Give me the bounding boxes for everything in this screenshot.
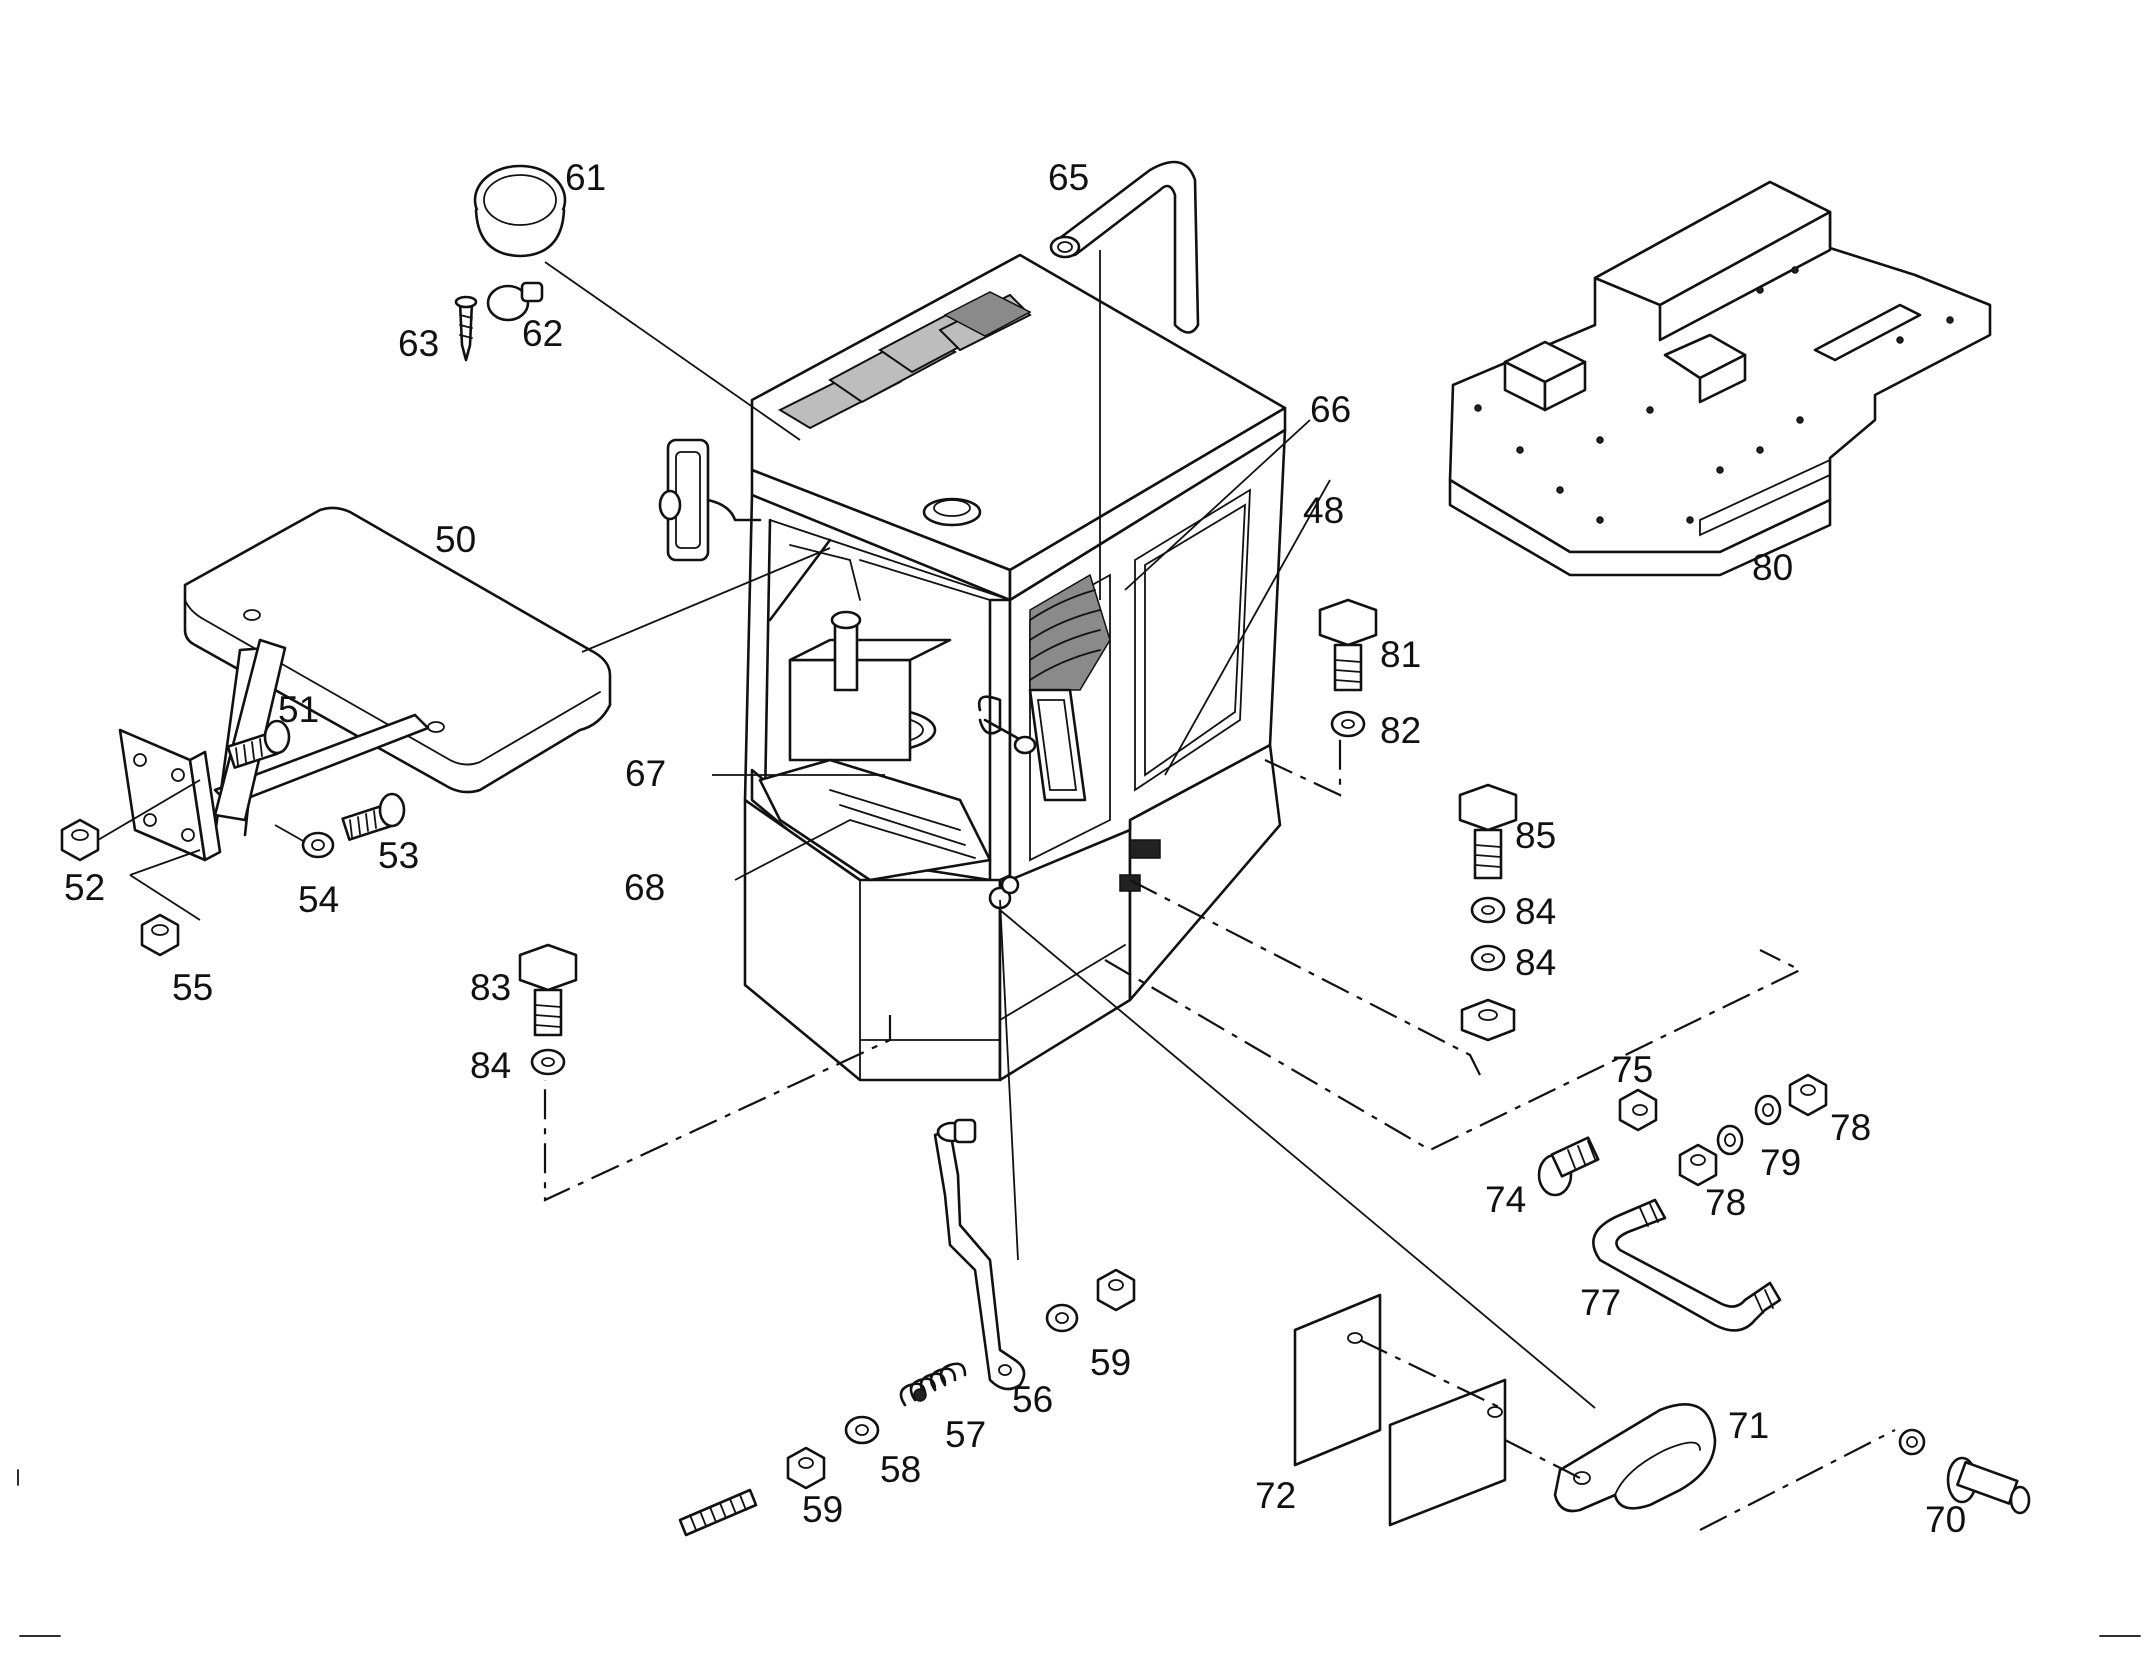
callout-57: 57: [945, 1414, 986, 1455]
callout-56: 56: [1012, 1379, 1053, 1420]
callout-67: 67: [625, 753, 666, 794]
bolt-83-head: [518, 943, 578, 992]
callout-80: 80: [1752, 547, 1793, 588]
callout-66: 66: [1310, 389, 1351, 430]
callout-52: 52: [64, 867, 105, 908]
hinge-assembly: [1293, 1293, 2031, 1527]
cab-mount-bolts: [518, 598, 1518, 1076]
plate-72b: [1388, 1378, 1507, 1527]
callout-63: 63: [398, 323, 439, 364]
grab-handle: [1049, 160, 1200, 334]
callout-85: 85: [1515, 815, 1556, 856]
callout-labels: 61 62 63 65 66 48 50 51 52 53 54 55 67 6…: [64, 157, 1966, 1540]
callout-61: 61: [565, 157, 606, 198]
callout-48: 48: [1303, 490, 1344, 531]
callout-55: 55: [172, 967, 213, 1008]
callout-78-b: 78: [1705, 1182, 1746, 1223]
screw: [458, 300, 474, 362]
callout-51: 51: [278, 689, 319, 730]
mount-plate: [118, 728, 207, 862]
lamp-bulb: [486, 284, 530, 322]
clip-71: [1553, 1403, 1717, 1513]
callout-75: 75: [1612, 1049, 1653, 1090]
callout-77: 77: [1580, 1282, 1621, 1323]
leader-lines: [543, 250, 1896, 1531]
right-mirror: [1028, 688, 1087, 802]
bolt-85-head: [1458, 783, 1518, 832]
callout-54: 54: [298, 879, 339, 920]
washer-79: [1716, 1124, 1744, 1156]
callout-68: 68: [624, 867, 665, 908]
callout-84-a: 84: [1515, 891, 1556, 932]
callout-62: 62: [522, 313, 563, 354]
callout-53: 53: [378, 835, 419, 876]
callout-79: 79: [1760, 1142, 1801, 1183]
callout-83: 83: [470, 967, 511, 1008]
callout-58: 58: [880, 1449, 921, 1490]
washer-70: [1898, 1428, 1926, 1456]
washer-84: [1470, 896, 1506, 924]
callout-50: 50: [435, 519, 476, 560]
nut-75: [1618, 1088, 1658, 1132]
callout-72: 72: [1255, 1475, 1296, 1516]
roof-lamp: [922, 497, 982, 527]
threaded-rod: [678, 1488, 758, 1537]
callout-82: 82: [1380, 710, 1421, 751]
callout-78-a: 78: [1830, 1107, 1871, 1148]
lever-assembly: [678, 1118, 1136, 1537]
callout-70: 70: [1925, 1499, 1966, 1540]
washer-84-left: [530, 1048, 566, 1076]
u-bolt-hardware: [1537, 1073, 1828, 1332]
u-bolt-77: [1592, 1198, 1782, 1332]
callout-59-a: 59: [1090, 1342, 1131, 1383]
step-assembly: [60, 506, 831, 957]
seat-back: [1029, 573, 1111, 691]
spring-57: [899, 1362, 967, 1407]
bolt-81-head: [1318, 598, 1378, 647]
washer-54: [301, 831, 335, 859]
operator-cab: [658, 253, 1287, 1082]
plate-72a: [1293, 1293, 1382, 1467]
washer-82: [1330, 710, 1366, 738]
callout-65: 65: [1048, 157, 1089, 198]
callout-74: 74: [1485, 1179, 1526, 1220]
callout-84-b: 84: [1515, 942, 1556, 983]
page-marks: [17, 1469, 2141, 1637]
washer-58: [844, 1415, 880, 1445]
callout-84-c: 84: [470, 1045, 511, 1086]
floor-plate: [1448, 180, 1992, 577]
step-plate: [183, 506, 612, 794]
lamp-assembly: [454, 164, 567, 362]
callout-81: 81: [1380, 634, 1421, 675]
lever-56: [933, 1128, 1026, 1391]
callout-71: 71: [1728, 1405, 1769, 1446]
callout-59-b: 59: [802, 1489, 843, 1530]
